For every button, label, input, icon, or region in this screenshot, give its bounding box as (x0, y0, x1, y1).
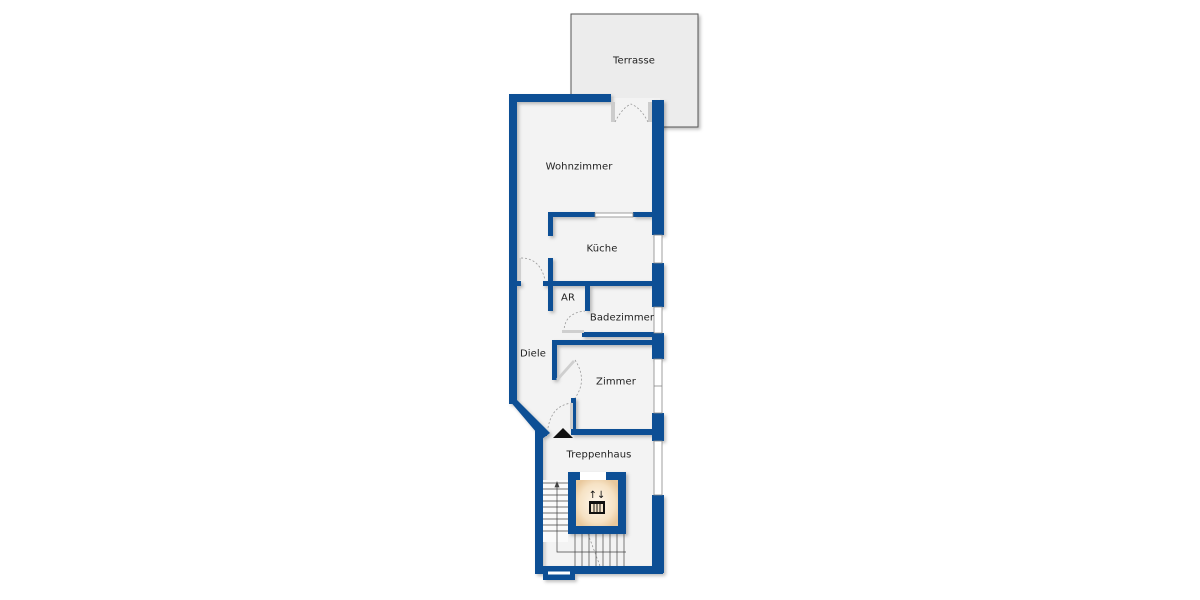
room-label-zimmer: Zimmer (596, 376, 636, 388)
entrance-arrow-icon (553, 428, 573, 438)
room-label-ar: AR (561, 292, 575, 304)
room-label-badezimmer: Badezimmer (589, 312, 655, 324)
terrace-door[interactable] (611, 102, 652, 123)
stairs-icon (543, 480, 626, 575)
walls (509, 94, 664, 580)
elevator-icon: ↑↓ (589, 490, 606, 514)
room-label-terrasse: Terrasse (612, 55, 656, 67)
door-leaves (518, 258, 584, 429)
room-label-kueche: Küche (586, 243, 618, 255)
door-swings (520, 257, 586, 429)
room-label-diele: Diele (519, 348, 547, 360)
room-label-wohnzimmer: Wohnzimmer (545, 161, 613, 173)
room-label-treppenhaus: Treppenhaus (566, 449, 632, 461)
windows (594, 212, 663, 496)
svg-text:↑↓: ↑↓ (589, 490, 606, 501)
